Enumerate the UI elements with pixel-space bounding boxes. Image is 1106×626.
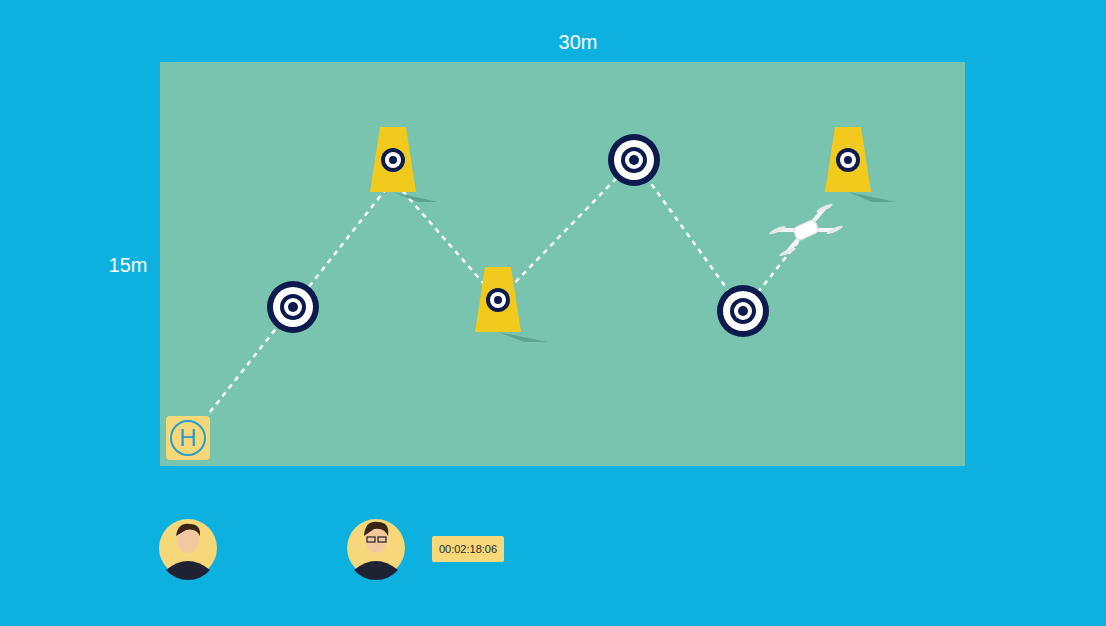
timer-text: 00:02:18:06 xyxy=(439,543,497,555)
pilot-avatar xyxy=(159,519,217,580)
timer-box: 00:02:18:06 xyxy=(432,536,504,562)
flight-field xyxy=(160,62,965,466)
helipad-letter: H xyxy=(179,424,196,452)
target-marker xyxy=(717,285,769,337)
cone-marker xyxy=(475,267,548,342)
dimension-height: 15m xyxy=(109,254,148,277)
dimension-width: 30m xyxy=(559,31,598,54)
cone-marker xyxy=(370,127,438,202)
target-marker xyxy=(608,134,660,186)
drone xyxy=(768,203,843,258)
target-marker xyxy=(267,281,319,333)
flight-path xyxy=(210,160,806,412)
pilot-avatar xyxy=(347,519,405,580)
helipad-marker: H xyxy=(166,416,210,460)
cone-marker xyxy=(825,127,896,202)
